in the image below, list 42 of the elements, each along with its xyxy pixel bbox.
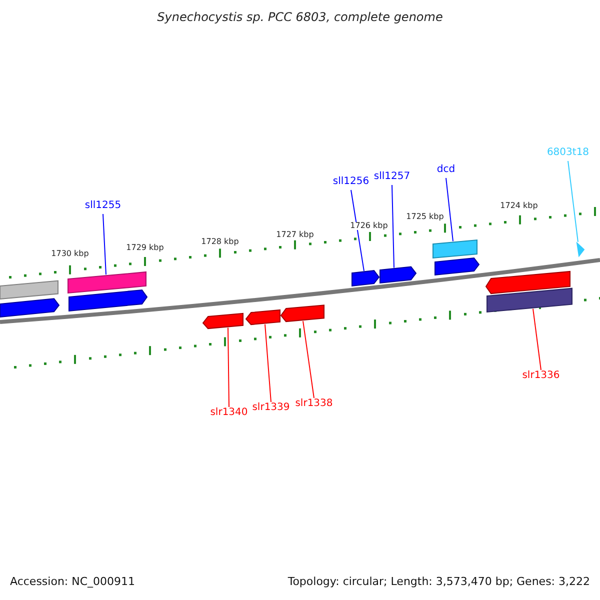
leader-line xyxy=(350,190,364,272)
leader-line xyxy=(102,214,106,276)
gene-feature xyxy=(380,266,417,284)
gene-label: 6803t18 xyxy=(546,148,590,158)
gene-feature xyxy=(0,280,58,300)
gene-feature xyxy=(485,270,570,294)
gene-feature xyxy=(68,289,148,312)
scale-label: 1726 kbp xyxy=(350,222,388,230)
leader-line xyxy=(532,308,542,370)
scale-label: 1729 kbp xyxy=(126,244,164,252)
gene-feature xyxy=(432,240,478,259)
scale-label: 1728 kbp xyxy=(201,238,239,246)
gene-feature xyxy=(486,288,572,313)
gene-feature xyxy=(245,309,280,326)
gene-label: slr1336 xyxy=(522,371,560,381)
leader-line xyxy=(228,327,230,408)
gene-feature xyxy=(352,270,380,287)
scale-label: 1725 kbp xyxy=(406,213,444,221)
gene-label: sll1257 xyxy=(374,172,410,182)
gene-label: slr1339 xyxy=(252,403,290,413)
footer-text: Topology: circular; Length: 3,573,470 bp; Genes: 3,222 xyxy=(288,576,590,587)
gene-label: dcd xyxy=(436,165,456,175)
gene-feature xyxy=(280,304,324,322)
leader-line xyxy=(302,320,314,398)
leader-line xyxy=(392,184,394,268)
gene-label: sll1256 xyxy=(332,177,370,187)
scale-label: 1727 kbp xyxy=(276,231,314,239)
gene-feature xyxy=(202,312,244,330)
leader-line xyxy=(568,160,578,242)
gene-label: slr1338 xyxy=(295,399,333,409)
gene-feature xyxy=(434,258,480,276)
gene-feature xyxy=(0,298,60,318)
leader-line xyxy=(446,178,454,242)
gene-feature xyxy=(68,271,146,294)
title: Synechocystis sp. PCC 6803, complete genome xyxy=(157,11,443,23)
gene-label: sll1255 xyxy=(84,201,122,211)
footer-text: Accession: NC_000911 xyxy=(10,576,136,587)
scale-label: 1724 kbp xyxy=(500,202,538,210)
gene-feature xyxy=(576,242,585,258)
gene-label: slr1340 xyxy=(210,408,248,418)
scale-label: 1730 kbp xyxy=(51,250,89,258)
leader-line xyxy=(264,324,272,402)
